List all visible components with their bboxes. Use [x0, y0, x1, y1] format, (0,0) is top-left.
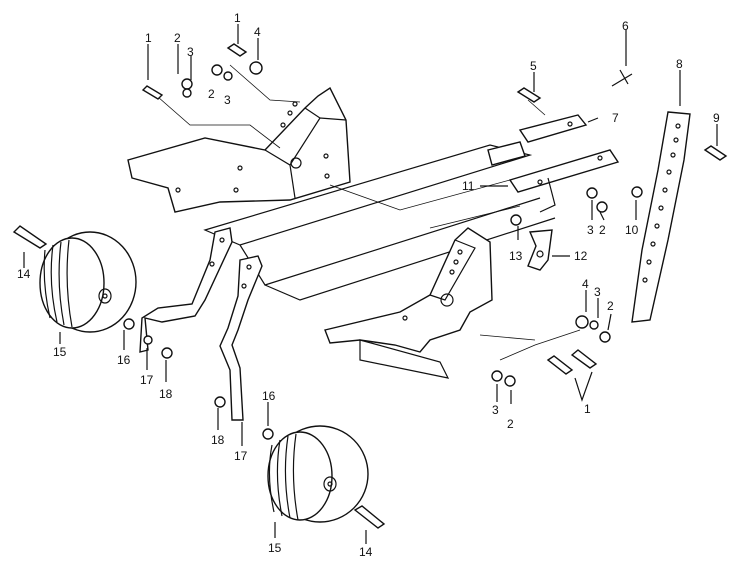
callout-9: 9	[713, 111, 720, 125]
callout-labels: 1 1 1 2 2 2 2 2 3 3 3 3 3 4 4 5 6 7 8 9 …	[17, 11, 720, 559]
callout-18: 18	[211, 433, 225, 447]
depth-bar	[631, 111, 691, 323]
wheel-bracket-right	[219, 255, 263, 421]
callout-4: 4	[254, 25, 261, 39]
callout-15: 15	[268, 541, 282, 555]
wheel-right	[267, 425, 369, 523]
callout-2: 2	[507, 417, 514, 431]
reference-lines	[149, 64, 581, 361]
upper-frame-bracket	[127, 86, 351, 213]
leader-lines	[23, 24, 718, 544]
callout-1: 1	[145, 31, 152, 45]
callout-3: 3	[594, 285, 601, 299]
callout-12: 12	[574, 249, 588, 263]
callout-16: 16	[262, 389, 276, 403]
hardware	[12, 43, 728, 529]
callout-2: 2	[599, 223, 606, 237]
bracket-plate-11	[487, 141, 620, 213]
callout-6: 6	[622, 19, 629, 33]
callout-8: 8	[676, 57, 683, 71]
callout-13: 13	[509, 249, 523, 263]
callout-14: 14	[359, 545, 373, 559]
callout-15: 15	[53, 345, 67, 359]
callout-3: 3	[224, 93, 231, 107]
callout-10: 10	[625, 223, 639, 237]
callout-17: 17	[140, 373, 154, 387]
callout-2: 2	[174, 31, 181, 45]
callout-11: 11	[462, 179, 475, 193]
callout-7: 7	[612, 111, 619, 125]
wheel-bracket-left	[139, 227, 233, 353]
callout-2: 2	[208, 87, 215, 101]
bracket-plate-7	[518, 114, 588, 143]
callout-1: 1	[234, 11, 241, 25]
lower-frame-bracket	[324, 227, 493, 379]
callout-5: 5	[530, 59, 537, 73]
callout-3: 3	[492, 403, 499, 417]
callout-17: 17	[234, 449, 248, 463]
wheel-left	[39, 231, 137, 333]
callout-4: 4	[582, 277, 589, 291]
hitch-pin-12	[527, 229, 553, 271]
callout-3: 3	[187, 45, 194, 59]
callout-2: 2	[607, 299, 614, 313]
callout-3: 3	[587, 223, 594, 237]
callout-1: 1	[584, 402, 591, 416]
callout-14: 14	[17, 267, 31, 281]
callout-18: 18	[159, 387, 173, 401]
callout-16: 16	[117, 353, 131, 367]
